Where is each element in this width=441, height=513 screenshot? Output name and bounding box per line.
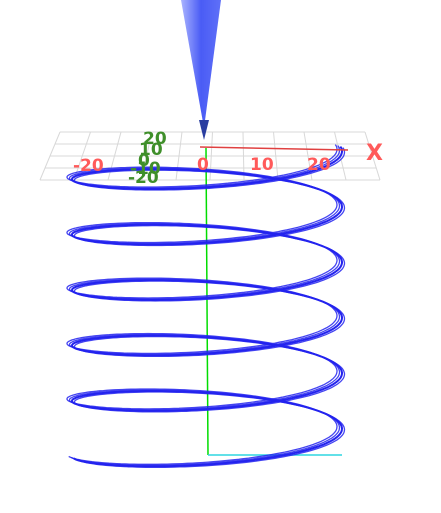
y-tick-label: -20 <box>128 168 159 188</box>
y-tick-label: 10 <box>139 140 163 160</box>
helix-strand <box>73 147 346 468</box>
y-tick-label: 20 <box>143 129 167 149</box>
helix-series <box>66 144 346 468</box>
x-tick-label: 0 <box>197 155 209 175</box>
helix-strand <box>66 144 338 465</box>
y-tick-label: 0 <box>138 151 150 171</box>
z-axis-line <box>205 147 209 456</box>
helix-strand <box>68 145 341 466</box>
x-axis-label: X <box>366 141 383 166</box>
y-tick-label: -10 <box>130 159 161 179</box>
x-tick-label: 20 <box>307 155 331 175</box>
x-tick-label: -20 <box>73 156 104 176</box>
x-axis-line <box>199 146 349 151</box>
x-tick-labels: -20 0 10 20 <box>73 155 331 176</box>
x-tick-label: 10 <box>250 155 274 175</box>
cone-marker <box>181 0 221 140</box>
